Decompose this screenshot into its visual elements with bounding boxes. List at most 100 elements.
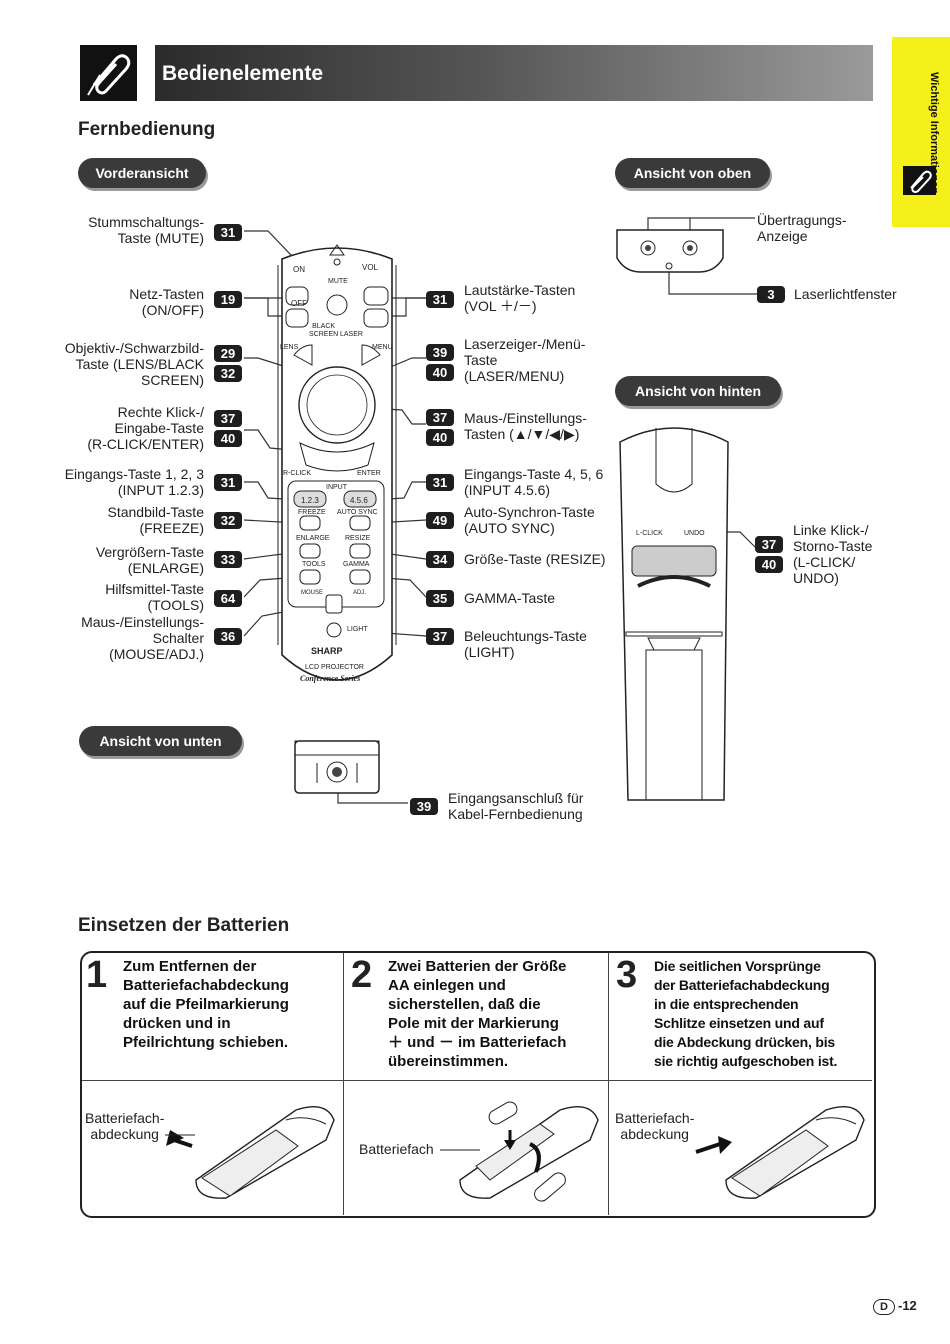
indicator-label: Übertragungs- Anzeige (757, 212, 847, 244)
page-ref-badge: 37 (214, 410, 242, 427)
view-label-back: Ansicht von hinten (615, 376, 781, 406)
remote-label-freeze: FREEZE (298, 509, 326, 516)
left-callout-label: Standbild-Taste (FREEZE) (107, 504, 204, 536)
caption-leader (165, 1134, 195, 1136)
step-number: 2 (351, 954, 373, 996)
step-caption: Batteriefach (359, 1141, 434, 1157)
caption-leader (440, 1149, 480, 1151)
view-label-top: Ansicht von oben (615, 158, 770, 188)
right-callout-label: Laserzeiger-/Menü- Taste (LASER/MENU) (464, 336, 586, 384)
step-number: 1 (86, 954, 108, 996)
remote-label-menu: MENU (372, 344, 393, 351)
page-ref-badge: 40 (426, 429, 454, 446)
remote-label-product: LCD PROJECTOR (305, 664, 364, 671)
right-callout-label: Maus-/Einstellungs- Tasten (▲/▼/◀/▶) (464, 410, 587, 442)
back-ref-badge-1: 37 (755, 536, 783, 553)
remote-label-mouse: MOUSE (301, 590, 324, 596)
page-ref-badge: 40 (426, 364, 454, 381)
remote-label-vol: VOL (362, 263, 379, 272)
remote-back-illustration (619, 427, 729, 801)
page-ref-badge: 31 (426, 474, 454, 491)
page-ref-badge: 29 (214, 345, 242, 362)
step-caption: Batteriefach- abdeckung (615, 1110, 695, 1142)
left-callout-label: Netz-Tasten (ON/OFF) (129, 286, 204, 318)
remote-label-black-screen: BLACK SCREEN (309, 323, 339, 338)
page-number-text: -12 (898, 1298, 917, 1313)
page-ref-badge: 35 (426, 590, 454, 607)
page-ref-badge: 49 (426, 512, 454, 529)
remote-label-enter: ENTER (357, 470, 381, 477)
remote-label-input: INPUT (326, 484, 347, 491)
l-click-label: L-CLICK (636, 530, 663, 537)
step-text: Zum Entfernen der Batteriefachabdeckung … (123, 958, 289, 1051)
bottom-ref-badge: 39 (410, 798, 438, 815)
battery-cover-remove-illustration (166, 1106, 335, 1199)
remote-label-adj: ADJ. (353, 590, 367, 596)
view-label-front: Vorderansicht (78, 158, 206, 188)
laser-window-label: Laserlichtfenster (794, 286, 897, 302)
page-ref-badge: 37 (426, 628, 454, 645)
cable-jack-label: Eingangsanschluß für Kabel-Fernbedienung (448, 790, 584, 822)
remote-front-illustration (277, 244, 397, 681)
page-ref-badge: 31 (214, 224, 242, 241)
section-title-remote: Fernbedienung (78, 119, 216, 140)
page-ref-badge: 19 (214, 291, 242, 308)
side-tab (892, 37, 950, 227)
remote-label-lens: LENS (280, 344, 299, 351)
page-ref-badge: 39 (426, 344, 454, 361)
left-callout-label: Stummschaltungs- Taste (MUTE) (88, 214, 204, 246)
left-callout-label: Objektiv-/Schwarzbild- Taste (LENS/BLACK… (64, 340, 204, 388)
remote-label-enlarge: ENLARGE (296, 535, 330, 542)
page-ref-badge: 31 (214, 474, 242, 491)
left-callout-label: Hilfsmittel-Taste (TOOLS) (105, 581, 204, 613)
remote-label-in456: 4.5.6 (350, 496, 368, 505)
section-title-batteries: Einsetzen der Batterien (78, 915, 290, 936)
left-callout-label: Eingangs-Taste 1, 2, 3 (INPUT 1.2.3) (64, 466, 204, 498)
page-ref-badge: 33 (214, 551, 242, 568)
back-ref-badge-2: 40 (755, 556, 783, 573)
remote-label-in123: 1.2.3 (301, 496, 319, 505)
l-click-undo-label: Linke Klick-/ Storno-Taste (L-CLICK/ UND… (793, 522, 873, 586)
right-callout-label: Lautstärke-Tasten (VOL ＋/－) (464, 282, 576, 314)
remote-label-off: OFF (291, 299, 307, 308)
view-label-bottom: Ansicht von unten (79, 726, 242, 756)
remote-label-light: LIGHT (347, 626, 368, 633)
remote-label-brand: SHARP (311, 646, 343, 656)
battery-insert-illustration (459, 1101, 599, 1202)
page-title: Bedienelemente (162, 62, 324, 85)
page-letter: D (873, 1299, 895, 1315)
page-ref-badge: 31 (426, 291, 454, 308)
right-callout-label: Eingangs-Taste 4, 5, 6 (INPUT 4.5.6) (464, 466, 604, 498)
remote-label-r-click: R-CLICK (283, 470, 312, 477)
step-divider (343, 953, 344, 1215)
right-callout-label: GAMMA-Taste (464, 590, 556, 606)
remote-label-resize: RESIZE (345, 535, 371, 542)
battery-cover-close-illustration (695, 1106, 865, 1199)
left-callout-label: Rechte Klick-/ Eingabe-Taste (R-CLICK/EN… (87, 404, 204, 452)
left-callout-label: Vergrößern-Taste (ENLARGE) (95, 544, 204, 576)
remote-label-laser: LASER (340, 331, 363, 338)
page-ref-badge: 40 (214, 430, 242, 447)
paperclip-icon (80, 45, 137, 101)
remote-label-gamma: GAMMA (343, 561, 370, 568)
step-text: Die seitlichen Vorsprünge der Batteriefa… (654, 958, 838, 1069)
undo-label: UNDO (684, 530, 705, 537)
remote-label-mute: MUTE (328, 278, 348, 285)
left-callout-label: Maus-/Einstellungs- Schalter (MOUSE/ADJ.… (81, 614, 204, 662)
right-callout-label: Auto-Synchron-Taste (AUTO SYNC) (464, 504, 595, 536)
remote-top-illustration (616, 229, 724, 273)
remote-label-on: ON (293, 265, 305, 274)
battery-steps-box (80, 951, 876, 1218)
paperclip-icon (903, 166, 936, 195)
step-divider-horizontal (82, 1080, 872, 1081)
page-ref-badge: 64 (214, 590, 242, 607)
page-ref-badge: 32 (214, 365, 242, 382)
remote-label-tools: TOOLS (302, 561, 326, 568)
page-number: D-12 (873, 1298, 917, 1315)
right-callout-label: Beleuchtungs-Taste (LIGHT) (464, 628, 587, 660)
step-caption: Batteriefach- abdeckung (85, 1110, 165, 1142)
header-bar (155, 45, 873, 101)
step-number: 3 (616, 954, 638, 996)
page-ref-badge: 32 (214, 512, 242, 529)
step-divider (608, 953, 609, 1215)
